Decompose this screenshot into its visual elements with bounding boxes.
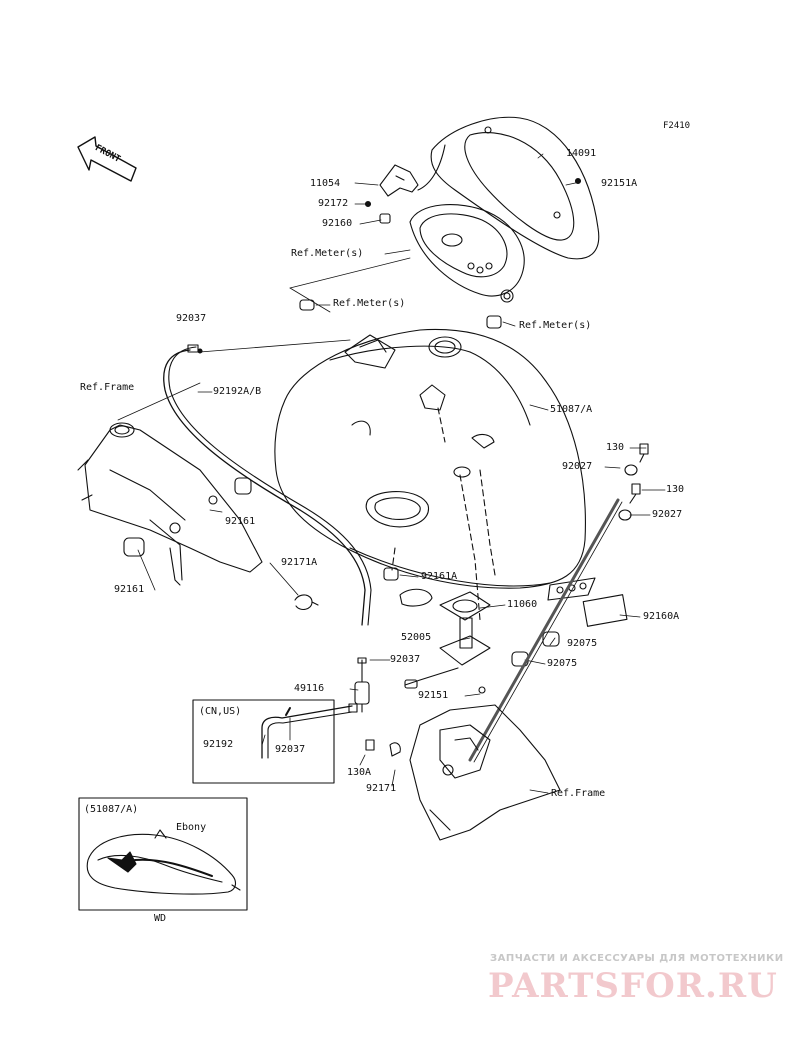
label-92037-box: 92037 bbox=[275, 744, 306, 755]
tank-ebony-variant bbox=[86, 829, 241, 895]
label-14091: 14091 bbox=[566, 148, 597, 159]
label-92151: 92151 bbox=[418, 690, 449, 701]
label-92171: 92171 bbox=[366, 783, 397, 794]
bracket-11054 bbox=[364, 164, 419, 224]
label-92192: 92192 bbox=[203, 739, 234, 750]
figure-id: F2410 bbox=[663, 121, 691, 131]
damper-92075 bbox=[542, 631, 560, 647]
label-92027-a: 92027 bbox=[562, 461, 593, 472]
label-130-b: 130 bbox=[666, 484, 685, 495]
label-92151a-top: 92151A bbox=[601, 178, 638, 189]
label-ref-meter-1: Ref.Meter(s) bbox=[291, 248, 364, 259]
washer-92027 bbox=[624, 464, 638, 476]
label-11060: 11060 bbox=[507, 599, 538, 610]
grommet bbox=[486, 315, 502, 329]
frame-right bbox=[365, 704, 561, 841]
meter-unit bbox=[409, 204, 525, 303]
damper-92161 bbox=[123, 537, 145, 557]
washer-92027 bbox=[618, 509, 632, 521]
label-ref-meter-3: Ref.Meter(s) bbox=[519, 320, 592, 331]
label-92027-b: 92027 bbox=[652, 509, 683, 520]
label-variant-ref: (51087/A) bbox=[84, 804, 139, 815]
label-11054: 11054 bbox=[310, 178, 341, 189]
label-92160: 92160 bbox=[322, 218, 353, 229]
label-ref-frame-left: Ref.Frame bbox=[80, 382, 135, 393]
label-variant-color: Ebony bbox=[176, 822, 207, 833]
label-92160a: 92160A bbox=[643, 611, 680, 622]
label-variant-code: WD bbox=[154, 913, 167, 924]
label-cn-us: (CN,US) bbox=[199, 706, 242, 717]
watermark-tagline: ЗАПЧАСТИ И АКСЕССУАРЫ ДЛЯ МОТОТЕХНИКИ bbox=[490, 953, 784, 964]
front-arrow-icon bbox=[77, 136, 137, 182]
fuel-pump-52005 bbox=[399, 588, 628, 694]
damper-92161a bbox=[383, 567, 399, 581]
label-92037-mid: 92037 bbox=[390, 654, 421, 665]
label-130a: 130A bbox=[347, 767, 372, 778]
fuel-tank-51087a bbox=[274, 328, 596, 601]
variant-inset-box bbox=[78, 797, 248, 911]
cn-us-inset-box bbox=[192, 699, 335, 784]
hose-92192 bbox=[261, 703, 358, 759]
breather-hose-92192ab bbox=[163, 344, 372, 626]
label-92192ab: 92192A/B bbox=[213, 386, 262, 397]
label-92037-top: 92037 bbox=[176, 313, 207, 324]
bolt-130 bbox=[629, 483, 641, 504]
label-51087a: 51087/A bbox=[550, 404, 593, 415]
label-130-a: 130 bbox=[606, 442, 625, 453]
frame-left bbox=[77, 422, 263, 586]
label-92161a: 92161A bbox=[421, 571, 458, 582]
label-ref-meter-2: Ref.Meter(s) bbox=[333, 298, 406, 309]
label-92172: 92172 bbox=[318, 198, 349, 209]
meter-cover-14091 bbox=[417, 116, 600, 260]
label-92161-b: 92161 bbox=[114, 584, 145, 595]
label-92161-a: 92161 bbox=[225, 516, 256, 527]
watermark-brand: PARTSFOR.RU bbox=[488, 966, 778, 1006]
grommet bbox=[299, 299, 315, 311]
bolt-130 bbox=[639, 443, 649, 463]
label-49116: 49116 bbox=[294, 683, 325, 694]
label-92075-a: 92075 bbox=[567, 638, 598, 649]
label-ref-frame-right: Ref.Frame bbox=[551, 788, 606, 799]
fuel-filter-49116 bbox=[354, 657, 370, 713]
damper-92161 bbox=[234, 477, 252, 495]
label-52005: 52005 bbox=[401, 632, 432, 643]
clamp-92171a bbox=[294, 594, 319, 611]
label-92171a: 92171A bbox=[281, 557, 318, 568]
label-92075-b: 92075 bbox=[547, 658, 578, 669]
